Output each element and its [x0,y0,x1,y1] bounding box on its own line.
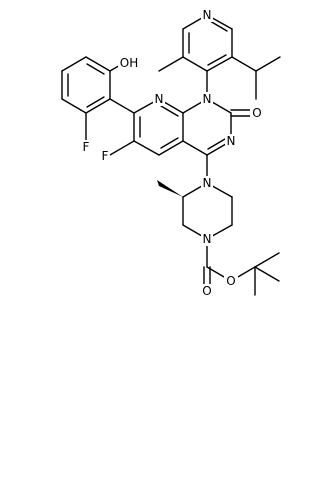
bond-tbu-me2 [254,266,280,282]
atom-label-f6: F [102,149,109,163]
bond-c5-c4a [158,140,184,156]
bond-ph-c4-c5 [61,56,87,72]
bond-isopropyl-me1 [255,56,281,72]
bond-c7-aryl [109,98,135,114]
atom-labels: N N O N N F F OH N N O O [81,8,264,298]
atom-label-n3: N [227,134,236,148]
bond-c5-c4a-inner [160,137,179,149]
bond-isopropyl-ch [231,56,257,72]
bond-ph-c5-c6-inner [86,63,105,75]
bond-tbu-me1 [254,252,280,268]
bond-pyr-c3-c4 [206,56,233,72]
bond-c4-c4a [182,140,208,156]
atom-label-piperazine-n4: N [203,176,212,190]
bond-ph-c1-c2 [85,98,111,114]
atom-label-carbonyl-o: O [252,106,261,120]
atom-label-ester-o: O [226,274,235,288]
bond-ph-c5-c6 [85,56,111,72]
bond-pyr-c3-c4-inner [207,54,227,66]
atom-label-pyridine-n: N [203,8,212,22]
bond-c6-f [109,140,135,156]
atom-label-piperazine-n1: N [203,232,212,246]
bond-c6-c5 [133,140,160,156]
bond-pyr-methyl [158,56,184,72]
bond-n3-c4-inner [207,138,226,150]
bonds [61,14,281,296]
bond-c8a-n8-inner [160,105,179,117]
atom-label-n8: N [155,92,164,106]
stereo-wedge-methyl [157,180,183,197]
atom-label-carbamate-o: O [202,284,211,298]
bond-pyr-c4-c5 [182,56,208,72]
atom-label-n1: N [203,92,212,106]
bond-ph-c2-c3 [61,98,87,114]
atom-label-phenyl-f: F [83,140,90,154]
bond-pyr-n-c2-inner [209,20,228,32]
bond-ph-c1-c2-inner [86,96,105,108]
atom-label-hydroxyl: OH [120,56,138,70]
